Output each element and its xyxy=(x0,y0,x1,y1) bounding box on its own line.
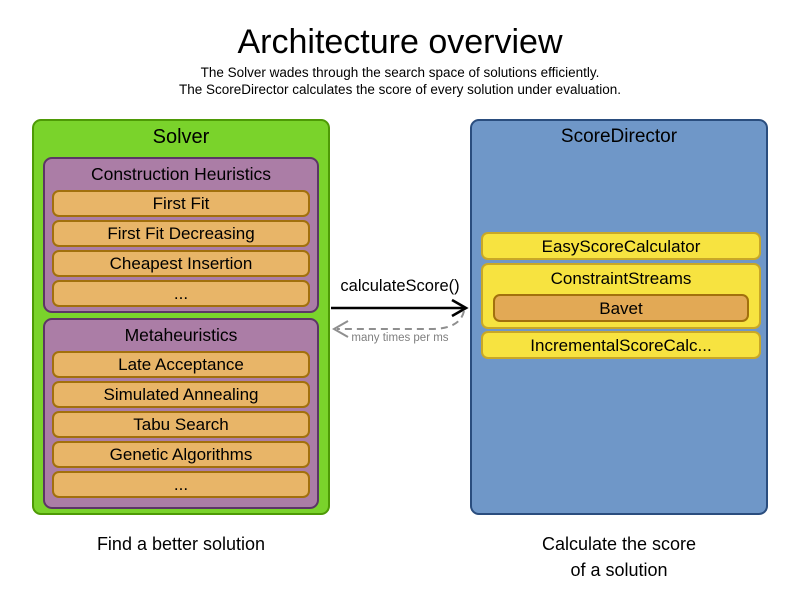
calculate-score-label: calculateScore() xyxy=(340,277,460,295)
incremental-score-calculator-box: IncrementalScoreCalc... xyxy=(481,331,761,359)
list-item: Cheapest Insertion xyxy=(52,250,310,277)
metaheuristics-title: Metaheuristics xyxy=(124,325,238,345)
list-item: ... xyxy=(52,471,310,498)
solver-box-title: Solver xyxy=(152,126,210,148)
calculate-score-arrow xyxy=(331,298,469,318)
constraint-streams-title: ConstraintStreams xyxy=(550,269,692,288)
list-item: Simulated Annealing xyxy=(52,381,310,408)
metaheuristics-box: Metaheuristics Late Acceptance Simulated… xyxy=(43,318,319,509)
list-item: First Fit xyxy=(52,190,310,217)
list-item: Late Acceptance xyxy=(52,351,310,378)
subtitle-line-1: The Solver wades through the search spac… xyxy=(200,65,600,80)
score-director-caption-line-2: of a solution xyxy=(570,560,668,580)
frequency-label: many times per ms xyxy=(351,332,449,344)
list-item: ... xyxy=(52,280,310,307)
score-director-box: ScoreDirector EasyScoreCalculator Constr… xyxy=(470,119,768,515)
bavet-box: Bavet xyxy=(493,294,749,322)
construction-heuristics-box: Construction Heuristics First Fit First … xyxy=(43,157,319,313)
list-item: Genetic Algorithms xyxy=(52,441,310,468)
score-director-caption-line-1: Calculate the score xyxy=(541,534,697,554)
score-director-box-title: ScoreDirector xyxy=(560,126,678,147)
solver-caption: Find a better solution xyxy=(96,534,266,554)
list-item: First Fit Decreasing xyxy=(52,220,310,247)
score-director-caption: Calculate the score of a solution xyxy=(470,531,768,583)
solver-box: Solver Construction Heuristics First Fit… xyxy=(32,119,330,515)
list-item: Tabu Search xyxy=(52,411,310,438)
constraint-streams-box: ConstraintStreams Bavet xyxy=(481,263,761,329)
easy-score-calculator-box: EasyScoreCalculator xyxy=(481,232,761,260)
page-title: Architecture overview xyxy=(237,23,563,61)
construction-heuristics-title: Construction Heuristics xyxy=(91,164,271,184)
subtitle-line-2: The ScoreDirector calculates the score o… xyxy=(179,82,621,97)
